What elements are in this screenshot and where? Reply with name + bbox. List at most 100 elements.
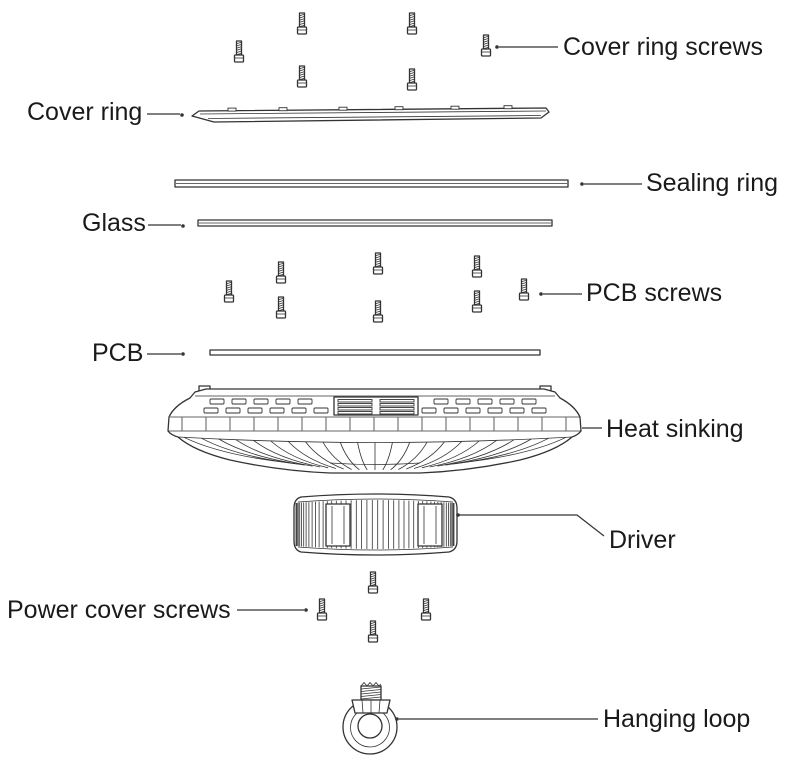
label-cover-ring: Cover ring xyxy=(27,98,142,126)
heat-sink-vent-slot xyxy=(455,398,471,405)
heat-sink-fin xyxy=(421,440,480,469)
cover-ring-screw xyxy=(296,65,308,88)
heat-sink-fin xyxy=(305,441,344,470)
heat-sink-vent-slot xyxy=(225,407,241,414)
label-pcb-screws: PCB screws xyxy=(586,279,722,307)
driver-bottom-edge xyxy=(297,546,454,551)
screw-thread-line xyxy=(521,279,527,283)
screw-thread-line xyxy=(474,291,480,295)
cover-ring-screw xyxy=(406,68,418,91)
screw-thread-line xyxy=(278,300,284,303)
screw-thread-line xyxy=(370,572,376,576)
cover-ring-screws-group xyxy=(233,12,492,91)
cover-ring-edge xyxy=(199,110,547,115)
heat-sink-vent-slot xyxy=(275,398,291,405)
leader-cover-ring-screws xyxy=(495,45,558,49)
hanging-loop xyxy=(342,681,398,755)
heat-sink-fin xyxy=(429,440,497,468)
leader-line xyxy=(459,514,605,537)
leader-sealing-ring xyxy=(580,182,642,186)
screw-thread-line xyxy=(370,575,376,578)
hanging-loop-thread-line xyxy=(360,694,382,697)
heat-sink-vent-slot xyxy=(247,407,263,414)
leader-dot xyxy=(304,608,308,612)
screw-thread-line xyxy=(299,13,305,17)
screw-thread-line xyxy=(375,310,381,313)
pcb-screw xyxy=(372,300,384,323)
screw-thread-line xyxy=(299,66,305,70)
heat-sink-louver xyxy=(379,399,415,403)
heat-sink-fin xyxy=(437,439,515,467)
screw-thread-line xyxy=(483,44,489,47)
screw-thread-line xyxy=(409,74,415,77)
heat-sink-vent-slot xyxy=(443,407,459,414)
leader-dot xyxy=(539,292,543,296)
screw-thread-line xyxy=(299,73,305,76)
screw-thread-line xyxy=(409,72,415,75)
pcb-board xyxy=(209,349,541,356)
screw-head xyxy=(406,26,418,35)
glass xyxy=(197,219,553,227)
leader-pcb xyxy=(147,352,185,356)
heat-sink-vent-slot xyxy=(477,398,493,405)
sealing-ring xyxy=(174,179,569,188)
screw-thread-line xyxy=(375,304,381,307)
leader-cover-ring xyxy=(147,113,184,117)
screw-thread-line xyxy=(409,13,415,17)
heat-sink-louver xyxy=(337,403,373,407)
cover-ring-notch xyxy=(394,106,404,111)
leader-dot xyxy=(580,182,584,186)
heat-sink-vent-slot xyxy=(421,407,437,414)
screw-thread-line xyxy=(370,579,376,582)
power-cover-screw xyxy=(367,571,379,594)
screw-thread-line xyxy=(278,269,284,272)
heat-sink-louver xyxy=(337,399,373,403)
hanging-loop-thread-line xyxy=(360,691,382,695)
screw-thread-line xyxy=(521,288,527,291)
screw-head xyxy=(275,310,287,319)
screw-thread-line xyxy=(474,294,480,297)
screw-head xyxy=(471,269,483,278)
cover-ring-body xyxy=(191,107,550,123)
label-pcb: PCB xyxy=(92,339,143,367)
hanging-loop-thread-line xyxy=(360,696,382,700)
label-driver: Driver xyxy=(609,526,676,554)
screw-thread-line xyxy=(319,604,325,607)
label-sealing-ring: Sealing ring xyxy=(646,169,778,197)
screw-thread-line xyxy=(409,22,415,25)
heat-sink-vent-slot xyxy=(465,407,481,414)
screw-head xyxy=(372,266,384,275)
screw-thread-line xyxy=(409,76,415,79)
leader-lines xyxy=(147,45,642,721)
leader-driver xyxy=(456,513,605,537)
hanging-loop-thread-line xyxy=(360,686,382,690)
heat-sink-fin xyxy=(218,438,305,466)
cover-ring-edge xyxy=(207,115,542,119)
heat-sink-fin xyxy=(322,441,352,470)
screw-head xyxy=(406,82,418,91)
screw-thread-line xyxy=(375,301,381,305)
screw-thread-line xyxy=(278,267,284,270)
screw-thread-line xyxy=(278,297,284,301)
leader-dot xyxy=(456,513,460,517)
heat-sink-fin xyxy=(357,442,368,471)
heat-sink-fin xyxy=(398,441,428,470)
screw-thread-line xyxy=(423,602,429,605)
screw-thread-line xyxy=(226,288,232,291)
heat-sink-vent-slot xyxy=(297,398,313,405)
leader-hanging-loop xyxy=(395,717,598,721)
cover-ring-notch xyxy=(503,105,513,110)
label-cover-ring-screws: Cover ring screws xyxy=(563,33,763,61)
screw-thread-line xyxy=(474,256,480,260)
power-cover-screws-group xyxy=(316,571,432,643)
screw-thread-line xyxy=(278,265,284,268)
cover-ring-notch xyxy=(450,105,460,110)
screw-head xyxy=(518,292,530,301)
screw-thread-line xyxy=(226,286,232,289)
driver-top-edge xyxy=(297,498,454,503)
heat-sink-vent-slot xyxy=(509,407,525,414)
heat-sink-fin xyxy=(287,441,337,469)
cover-ring-notch xyxy=(227,107,237,112)
screw-thread-line xyxy=(375,308,381,311)
screw-thread-line xyxy=(236,50,242,53)
